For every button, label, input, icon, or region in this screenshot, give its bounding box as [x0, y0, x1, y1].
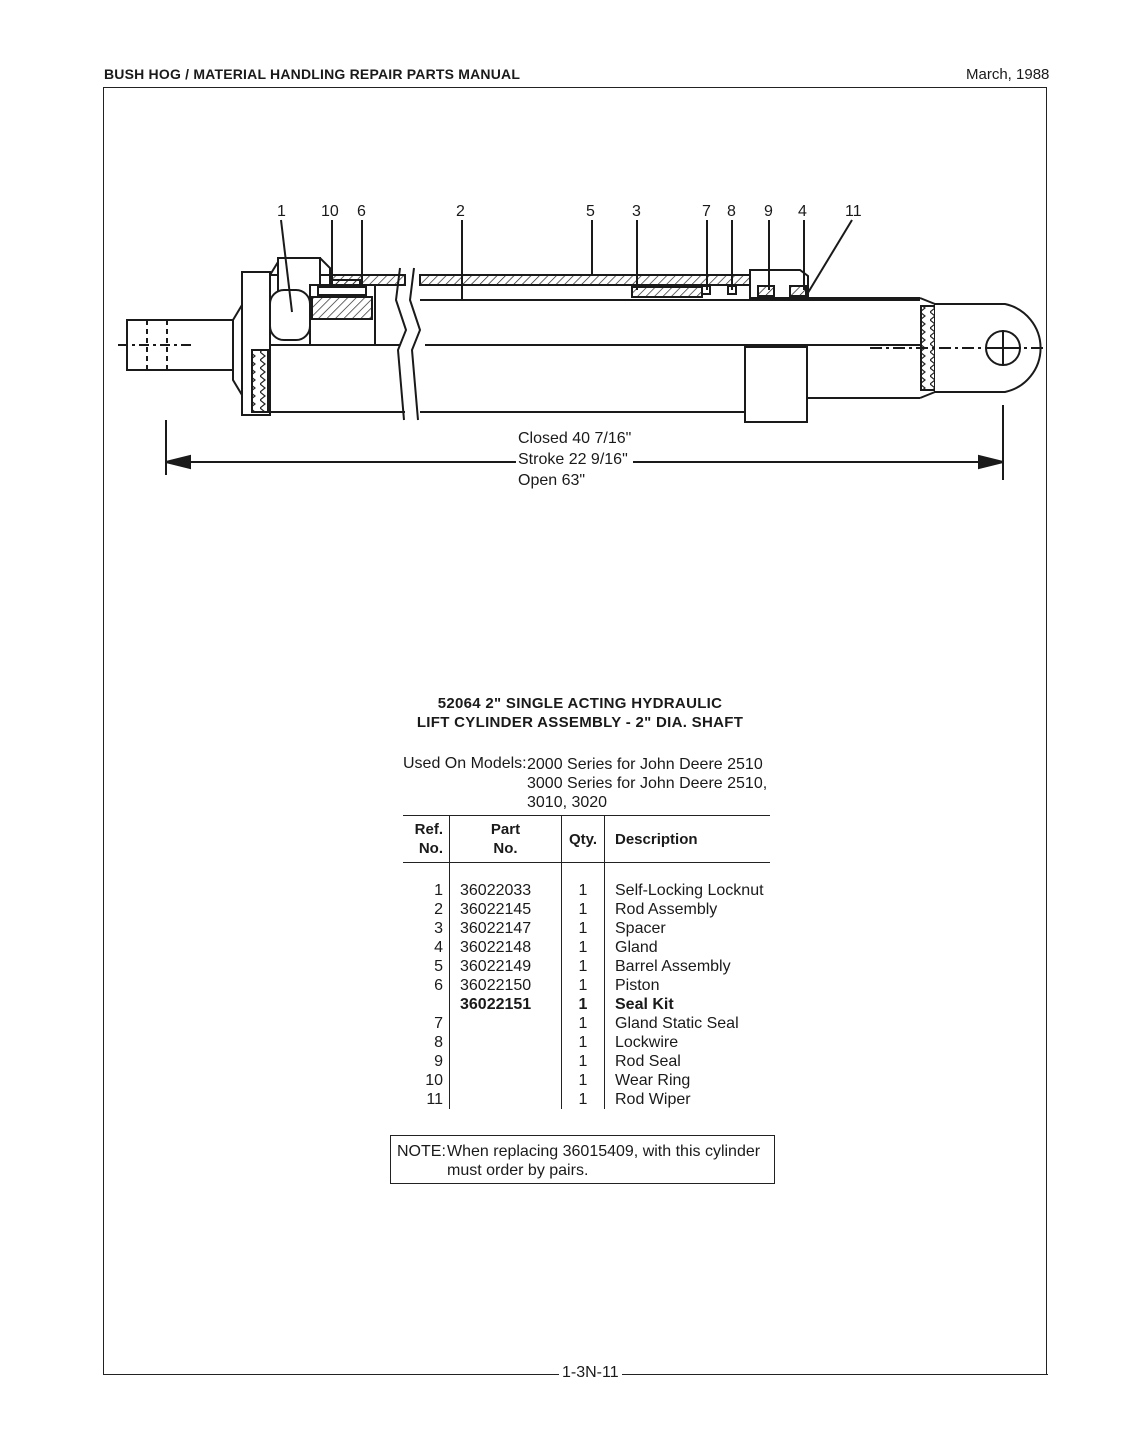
header-description: Description [604, 815, 770, 863]
used-on-model: 3010, 3020 [527, 794, 608, 811]
used-on-models: 2000 Series for John Deere 2510 3000 Ser… [527, 755, 767, 812]
callout-10: 10 [321, 203, 339, 220]
callout-2: 2 [456, 203, 465, 220]
header-part-no: Part No. [449, 815, 562, 863]
callout-6: 6 [357, 203, 366, 220]
table-header-row: Ref. No. Part No. Qty. Description [403, 815, 770, 863]
callout-11: 11 [845, 203, 862, 220]
footer-rule-right [622, 1374, 1048, 1375]
callout-4: 4 [798, 203, 807, 220]
callout-3: 3 [632, 203, 641, 220]
assembly-title-line1: 52064 2" SINGLE ACTING HYDRAULIC [437, 695, 723, 712]
note-box: NOTE: When replacing 36015409, with this… [390, 1135, 775, 1184]
dimension-labels: Closed 40 7/16" Stroke 22 9/16" Open 63" [516, 428, 634, 491]
closed-length: Closed 40 7/16" [518, 430, 632, 447]
manual-title: BUSH HOG / MATERIAL HANDLING REPAIR PART… [104, 66, 521, 82]
callout-9: 9 [764, 203, 773, 220]
stroke-length: Stroke 22 9/16" [518, 451, 628, 468]
header-qty: Qty. [561, 815, 605, 863]
callout-1: 1 [277, 203, 286, 220]
page-number: 1-3N-11 [562, 1364, 619, 1381]
manual-date: March, 1988 [966, 66, 1050, 83]
used-on-label: Used On Models: [403, 755, 527, 772]
assembly-title-line2: LIFT CYLINDER ASSEMBLY - 2" DIA. SHAFT [416, 714, 744, 731]
footer-rule-left [103, 1374, 559, 1375]
used-on-model: 2000 Series for John Deere 2510 [527, 756, 763, 773]
assembly-title: 52064 2" SINGLE ACTING HYDRAULIC LIFT CY… [400, 694, 760, 732]
open-length: Open 63" [518, 472, 586, 489]
note-text: When replacing 36015409, with this cylin… [447, 1143, 761, 1179]
callout-7: 7 [702, 203, 711, 220]
page-frame [103, 87, 1047, 1374]
callout-8: 8 [727, 203, 736, 220]
used-on-model: 3000 Series for John Deere 2510, [527, 775, 768, 792]
note-label: NOTE: [397, 1143, 446, 1160]
header-ref: Ref. No. [403, 815, 450, 863]
callout-5: 5 [586, 203, 595, 220]
